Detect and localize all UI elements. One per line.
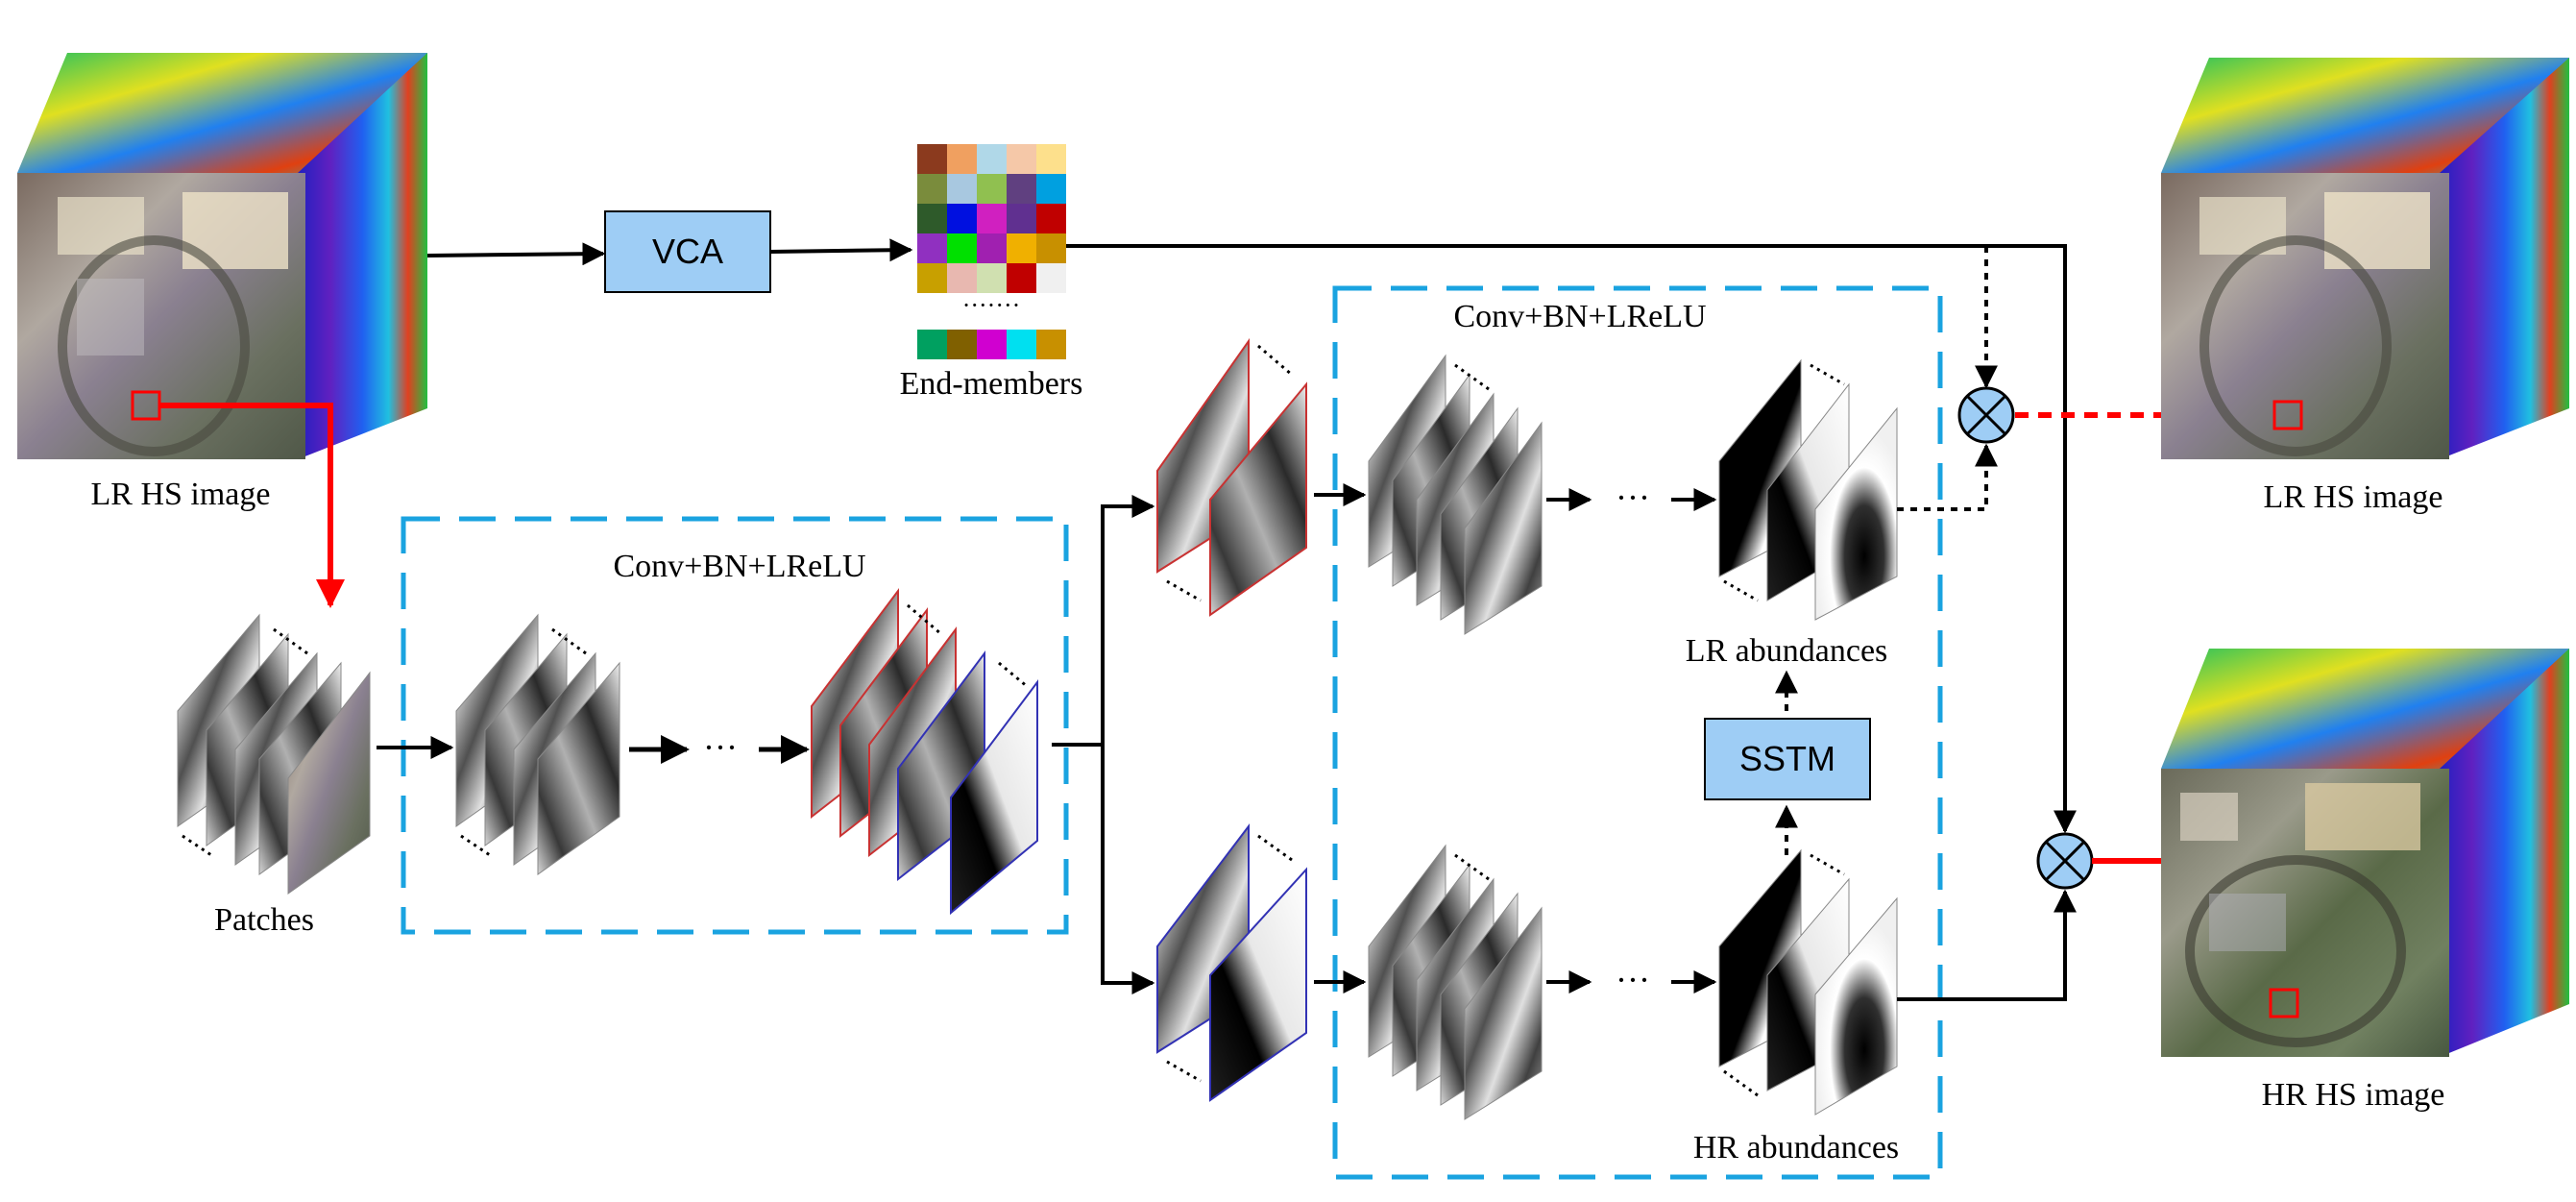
endmember-line bbox=[1066, 244, 2077, 834]
endmember-swatch bbox=[947, 144, 977, 174]
endmember-swatch-last bbox=[977, 330, 1007, 359]
arrow-input-to-vca bbox=[426, 242, 606, 266]
endmember-swatch bbox=[917, 233, 947, 263]
endmember-swatch-last bbox=[917, 330, 947, 359]
lr-feature-split bbox=[1156, 337, 1307, 617]
multiply-bottom bbox=[2036, 832, 2094, 890]
patches-stack bbox=[177, 613, 371, 895]
sstm-label: SSTM bbox=[1739, 739, 1835, 778]
endmember-grid bbox=[917, 144, 1066, 293]
endmember-swatch bbox=[977, 233, 1007, 263]
hr-abundances-stack bbox=[1718, 848, 1898, 1116]
endmember-swatch bbox=[977, 204, 1007, 233]
hr-abundances-label: HR abundances bbox=[1693, 1130, 1899, 1165]
conv-block-left bbox=[401, 516, 1069, 935]
feature-maps-1 bbox=[455, 613, 620, 875]
lr-hs-output-cube bbox=[2161, 58, 2569, 459]
vca-box bbox=[604, 210, 771, 293]
hr-abundance-line bbox=[1897, 889, 2077, 1001]
multiply-top bbox=[1957, 386, 2015, 444]
split-line bbox=[1052, 495, 1155, 747]
ellipsis-fm1: ··· bbox=[703, 728, 738, 767]
arrow-vca-to-endmembers bbox=[769, 238, 913, 262]
hr-hs-output-cube bbox=[2161, 649, 2569, 1057]
endmember-swatch bbox=[1036, 174, 1066, 204]
lr-hs-output-label: LR HS image bbox=[2264, 479, 2443, 515]
endmember-swatch-last bbox=[1007, 330, 1036, 359]
endmember-swatch bbox=[1007, 263, 1036, 293]
endmember-swatch bbox=[917, 174, 947, 204]
endmember-swatch bbox=[977, 174, 1007, 204]
endmember-swatch bbox=[947, 174, 977, 204]
feature-maps-top bbox=[1368, 354, 1543, 635]
sstm-box bbox=[1704, 718, 1871, 800]
endmember-swatch-last bbox=[947, 330, 977, 359]
endmember-swatch bbox=[917, 263, 947, 293]
vca-label: VCA bbox=[652, 232, 723, 271]
lr-hs-input-cube bbox=[17, 53, 427, 459]
endmember-swatch bbox=[947, 263, 977, 293]
feature-maps-bottom bbox=[1368, 844, 1543, 1120]
split-line-bottom bbox=[1101, 745, 1155, 994]
ellipsis-bottom: ··· bbox=[1616, 961, 1650, 999]
endmember-swatch bbox=[1036, 144, 1066, 174]
hr-hs-output-label: HR HS image bbox=[2262, 1077, 2445, 1113]
patches-label: Patches bbox=[214, 902, 314, 938]
endmember-swatch bbox=[1007, 204, 1036, 233]
endmember-swatch bbox=[1007, 144, 1036, 174]
endmember-swatch bbox=[977, 144, 1007, 174]
conv-block-left-label: Conv+BN+LReLU bbox=[613, 549, 865, 584]
lr-abundance-dotted bbox=[1897, 443, 1998, 511]
endmember-swatch bbox=[1036, 263, 1066, 293]
endmember-swatch bbox=[947, 233, 977, 263]
lr-abundances-stack bbox=[1718, 358, 1898, 621]
endmember-swatch bbox=[1007, 233, 1036, 263]
endmember-swatch-last bbox=[1036, 330, 1066, 359]
endmember-swatch bbox=[1007, 174, 1036, 204]
feature-maps-2 bbox=[811, 588, 1038, 916]
conv-block-right bbox=[1332, 285, 1943, 1180]
lr-abundances-label: LR abundances bbox=[1686, 633, 1888, 669]
conv-block-right-label: Conv+BN+LReLU bbox=[1453, 299, 1706, 334]
endmember-swatch bbox=[947, 204, 977, 233]
endmember-swatch bbox=[1036, 204, 1066, 233]
lr-hs-input-label: LR HS image bbox=[91, 477, 271, 512]
ellipsis-top: ··· bbox=[1616, 478, 1650, 517]
endmember-last-row bbox=[917, 330, 1066, 359]
endmember-ellipsis: ······· bbox=[962, 291, 1021, 319]
endmember-swatch bbox=[1036, 233, 1066, 263]
end-members-label: End-members bbox=[900, 366, 1083, 402]
hr-feature-split bbox=[1156, 823, 1307, 1102]
endmember-swatch bbox=[917, 204, 947, 233]
red-sample-arrow bbox=[159, 403, 345, 608]
endmember-swatch bbox=[917, 144, 947, 174]
endmember-swatch bbox=[977, 263, 1007, 293]
